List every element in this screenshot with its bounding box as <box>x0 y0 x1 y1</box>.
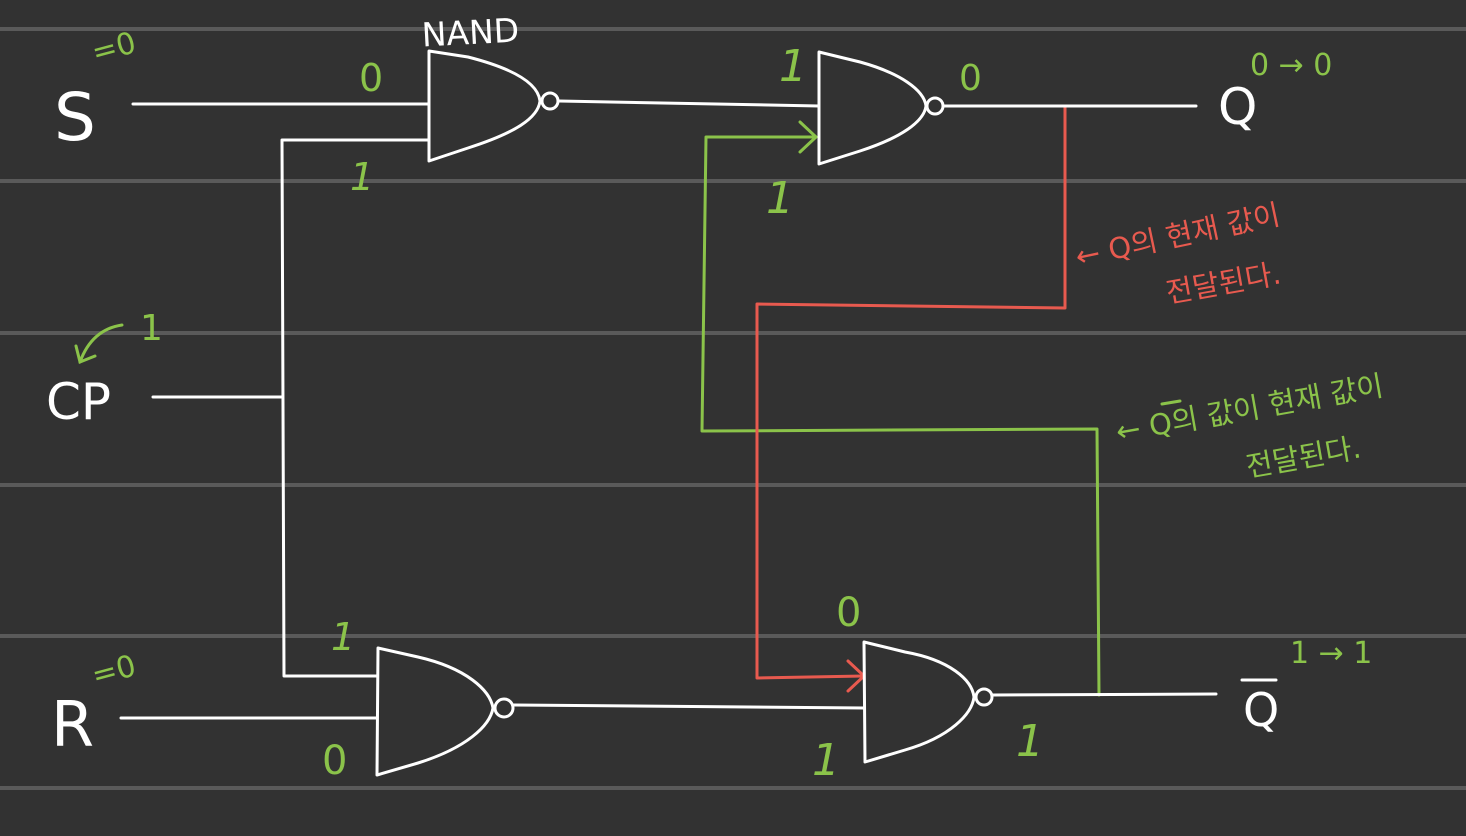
circuit-wires <box>119 99 1218 720</box>
input-r-value: =0 <box>88 648 140 693</box>
nand-gate-4 <box>862 640 994 764</box>
nand-gate-label: NAND <box>421 10 520 54</box>
cp-pointer-arrow <box>74 323 124 365</box>
input-cp-label: CP <box>46 373 111 431</box>
value-g4-input: 1 <box>812 735 840 786</box>
output-q-transition: 0 → 0 <box>1250 48 1332 83</box>
value-cp-bottom: 1 <box>331 615 355 659</box>
value-q-output: 0 <box>959 58 982 99</box>
qbar-feedback-arrowhead <box>798 120 818 154</box>
output-q-label: Q <box>1218 78 1257 136</box>
output-qbar-label: Q <box>1243 683 1279 737</box>
g2-to-g4-wire <box>512 703 866 710</box>
input-s-value: =0 <box>88 25 140 70</box>
q-feedback-wire <box>755 104 1067 693</box>
green-note-overbar <box>1160 399 1182 406</box>
ruled-lines <box>0 27 1466 790</box>
nand-gate-2 <box>375 646 515 777</box>
nand-gate-1 <box>427 49 560 163</box>
input-cp-value: 1 <box>140 308 163 349</box>
nand-gates <box>375 49 994 777</box>
g1-to-g3-wire <box>557 99 821 108</box>
value-cp-top: 1 <box>350 155 374 199</box>
red-note-line2: 전달된다. <box>1163 256 1283 310</box>
input-r-label: R <box>51 688 94 761</box>
value-g1-output: 1 <box>779 41 807 92</box>
value-r-input: 0 <box>322 738 347 784</box>
output-qbar-transition: 1 → 1 <box>1290 636 1372 671</box>
qbar-feedback-wire <box>700 120 1101 697</box>
cp-bus <box>280 138 431 678</box>
qbar-output-wire <box>991 692 1218 697</box>
value-g4-top: 0 <box>836 590 861 636</box>
green-note-line2: 전달된다. <box>1243 430 1363 484</box>
input-s-label: S <box>54 79 96 156</box>
value-s-input: 0 <box>359 56 383 100</box>
nand-gate-3 <box>817 50 945 166</box>
value-qbar-output: 1 <box>1016 716 1044 767</box>
value-g3-feedback: 1 <box>766 173 794 224</box>
